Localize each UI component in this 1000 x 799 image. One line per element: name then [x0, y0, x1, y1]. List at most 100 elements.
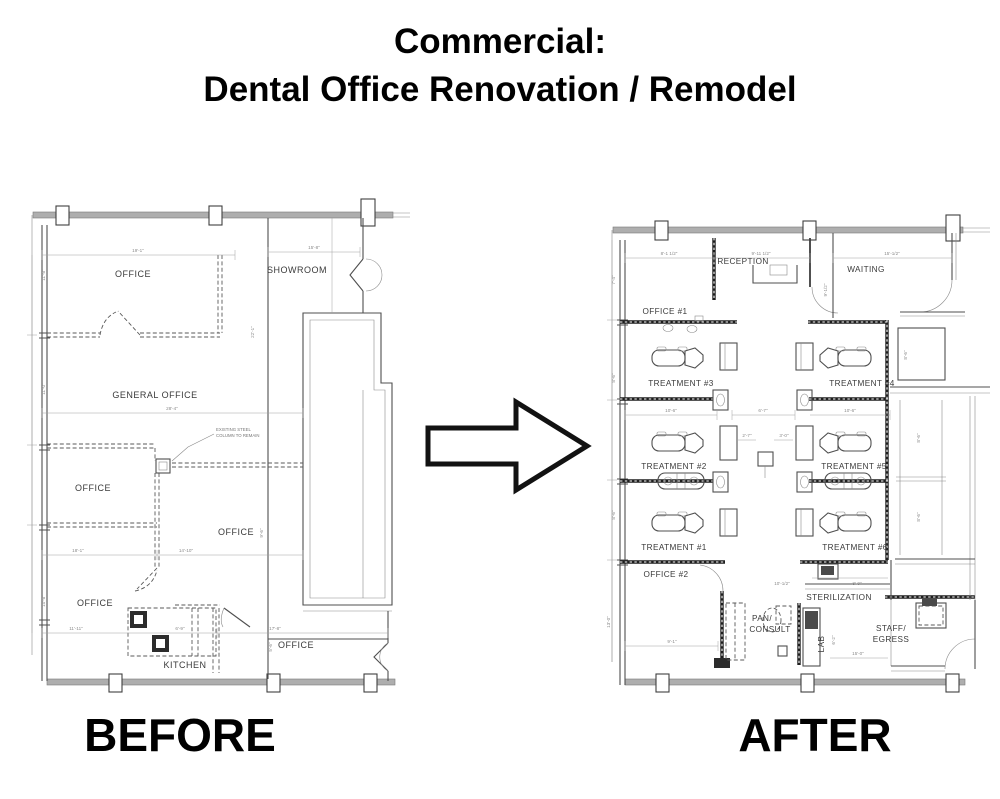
dim-label: 10'-6"	[844, 408, 856, 413]
dim-label: 9'-11 1/2"	[751, 251, 770, 256]
room-label: OFFICE	[77, 598, 113, 608]
dim-label: 15'-1/2"	[884, 251, 900, 256]
dim-label: 10'-1/2"	[774, 581, 790, 586]
room-label: OFFICE	[278, 640, 314, 650]
room-label: WAITING	[847, 265, 885, 274]
dim-label: 6'-9"	[175, 626, 185, 631]
room-label: OFFICE #1	[642, 307, 687, 316]
room-label: GENERAL OFFICE	[112, 390, 197, 400]
dim-label: 10'-8"	[41, 595, 46, 607]
reception-counter	[752, 265, 798, 284]
after-treatment-equipment	[651, 342, 872, 537]
column	[108, 673, 123, 693]
dim-label: 6'-2"	[831, 635, 836, 645]
after-building-core	[890, 327, 990, 600]
dental-chair	[651, 511, 704, 534]
dental-chair	[651, 431, 704, 454]
office-door-notch	[373, 642, 389, 672]
cabinet	[795, 342, 814, 371]
dim-label: 22'-1"	[250, 326, 255, 338]
column	[802, 220, 817, 241]
dim-label: 18'-1"	[72, 548, 84, 553]
column	[55, 205, 70, 226]
dim-label: 8'-6"	[903, 350, 908, 360]
after-caption: AFTER	[738, 709, 892, 761]
column	[208, 205, 223, 226]
dim-label: 13'-0"	[606, 616, 611, 628]
after-new-walls	[620, 238, 975, 665]
pan-xray-machine	[762, 605, 792, 633]
dim-label: 17'-8"	[269, 626, 281, 631]
column	[945, 214, 961, 242]
before-structural-shell	[31, 198, 410, 693]
cabinet	[719, 425, 738, 461]
room-label: TREATMENT #2	[641, 462, 707, 471]
before-existing-walls	[220, 218, 389, 681]
dim-label: 9'-6"	[259, 528, 264, 538]
room-label: OFFICE	[115, 269, 151, 279]
dim-label: 15'-0"	[852, 651, 864, 656]
after-floor-plan-drawing: RECEPTION WAITING OFFICE #1 TREATMENT #3…	[606, 214, 990, 693]
dental-chair	[820, 512, 871, 533]
before-kitchen-fixtures	[130, 611, 169, 652]
cabinet	[795, 425, 814, 461]
dim-label: 8'-6"	[611, 510, 616, 520]
dental-chair	[820, 432, 871, 453]
cabinet	[719, 342, 738, 371]
cabinet	[795, 508, 814, 537]
dim-label: 15'-8"	[308, 245, 320, 250]
egress-door-swing-arc	[944, 638, 976, 670]
center-island	[757, 451, 774, 467]
dim-label: 11'-8"	[41, 269, 46, 281]
column	[266, 673, 281, 693]
sterilization-cabinet	[817, 563, 839, 580]
room-label: CONSULT	[749, 625, 790, 634]
dental-chair	[820, 347, 871, 368]
room-label: OFFICE	[218, 527, 254, 537]
after-back-rooms	[699, 560, 976, 672]
dim-label: 3'-0"	[852, 581, 862, 586]
room-label: STAFF/	[876, 624, 906, 633]
dim-label: 5'-6"	[268, 642, 273, 652]
dim-label: 11'-11"	[69, 626, 83, 631]
dim-label: 10'-6"	[665, 408, 677, 413]
dim-label: 8'-6"	[611, 373, 616, 383]
door-swing-arc	[379, 642, 389, 672]
room-label: STERILIZATION	[806, 593, 872, 602]
column	[655, 673, 670, 693]
after-reception-area	[752, 233, 839, 318]
dim-label: 6'-7"	[758, 408, 768, 413]
room-label: EGRESS	[873, 635, 910, 644]
room-label: KITCHEN	[163, 660, 206, 670]
column	[800, 673, 815, 693]
room-label: PAN/	[752, 614, 772, 623]
entry-door-notch	[349, 258, 364, 292]
room-label: OFFICE	[75, 483, 111, 493]
dim-label: 28'-4"	[166, 406, 178, 411]
column	[945, 673, 960, 693]
page-title: Commercial: Dental Office Renovation / R…	[0, 18, 1000, 114]
before-caption: BEFORE	[84, 709, 276, 761]
lab-counter	[802, 607, 821, 667]
dim-label: 2'-7"	[742, 433, 752, 438]
staff-cabinet	[915, 602, 947, 629]
dim-label: 9'-1/2"	[823, 283, 828, 296]
dim-label: 8'-6"	[916, 512, 921, 522]
page-title-line2: Dental Office Renovation / Remodel	[203, 70, 797, 109]
room-label: TREATMENT #5	[821, 462, 887, 471]
before-demo-walls	[47, 255, 303, 673]
steel-column-note-line2: COLUMN TO REMAIN	[216, 433, 260, 438]
before-steel-column	[155, 433, 215, 474]
room-label: SHOWROOM	[267, 265, 327, 275]
dim-label: 8'-6"	[916, 433, 921, 443]
after-structural-shell	[611, 214, 990, 693]
room-label: TREATMENT #1	[641, 543, 707, 552]
dim-label: 14'-10"	[179, 548, 194, 553]
dental-chair	[651, 346, 704, 369]
before-building-core	[302, 312, 393, 612]
column	[654, 220, 669, 241]
page-title-line1: Commercial:	[393, 22, 607, 61]
cabinet	[719, 508, 738, 537]
room-label: OFFICE #2	[643, 570, 688, 579]
